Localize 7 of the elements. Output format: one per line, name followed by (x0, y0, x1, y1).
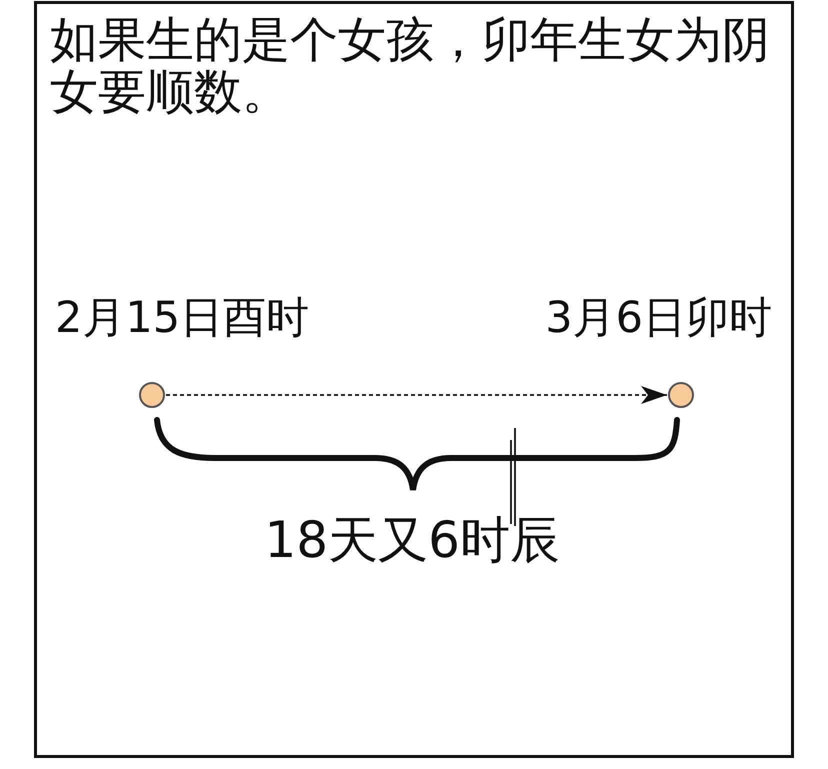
dashed-arrow (166, 386, 667, 404)
duration-label: 18天又6时辰 (264, 512, 560, 568)
date-label: 2月15日酉时 (55, 294, 310, 342)
circle-node (139, 382, 165, 408)
circle-node (668, 382, 694, 408)
date-label: 3月6日卯时 (545, 294, 772, 342)
title-text: 如果生的是个女孩，卯年生女为阴女要顺数。 (50, 14, 771, 118)
